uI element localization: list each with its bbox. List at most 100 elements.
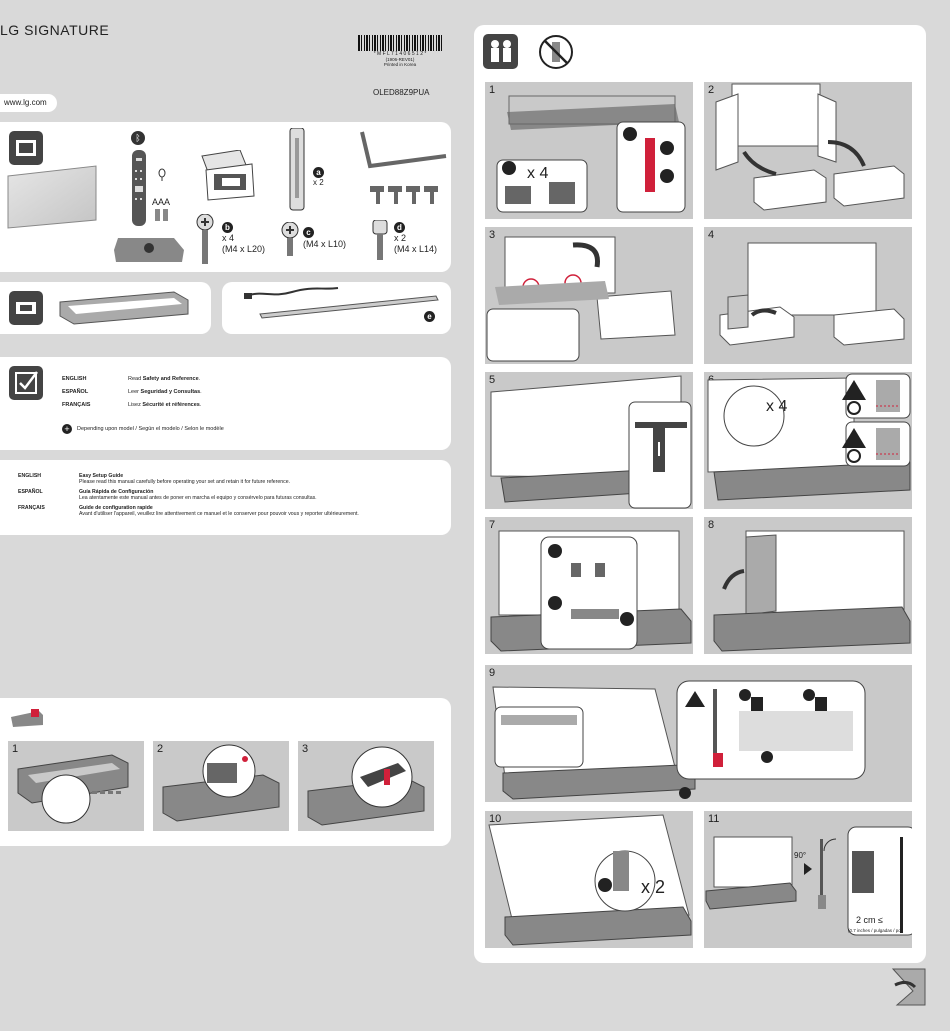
install-step-8: 8 bbox=[704, 517, 912, 654]
gap-units: (0.7 inches / pulgadas / po) bbox=[848, 928, 902, 933]
install-step-7: 7 bbox=[485, 517, 693, 654]
barcode-bar bbox=[412, 35, 413, 51]
cable-card: e bbox=[222, 282, 451, 334]
screw-b-image bbox=[193, 214, 221, 266]
screw-c-label: c(M4 x L10) bbox=[303, 226, 346, 250]
manual-booklet-image bbox=[200, 150, 256, 202]
install-step-1: 1 x 4 bbox=[485, 82, 693, 219]
stand-card bbox=[0, 282, 211, 334]
brand-logo: LG SIGNATURE bbox=[0, 22, 109, 38]
install-step-3: 3 bbox=[485, 227, 693, 364]
tv-panel-image bbox=[6, 164, 98, 230]
stand-step-1: 1 bbox=[8, 741, 144, 831]
remote-image bbox=[128, 150, 152, 230]
barcode-bar bbox=[438, 35, 440, 51]
stand-assembly-icon bbox=[9, 707, 45, 729]
gap-callout: 2 cm ≤ bbox=[856, 915, 883, 925]
barcode-bar bbox=[401, 35, 402, 51]
barcode-bar bbox=[377, 35, 378, 51]
barcode-bar bbox=[388, 35, 389, 51]
safety-text: Lisez Sécurité et références. bbox=[128, 402, 201, 415]
installation-card: 1 x 4 2 3 4 5 6 x 4 7 8 9 bbox=[474, 25, 926, 963]
barcode-bar bbox=[390, 35, 392, 51]
screw-c-image bbox=[278, 222, 302, 258]
stand-frame-image bbox=[56, 290, 192, 326]
stand-base-image bbox=[112, 234, 186, 264]
website-link[interactable]: www.lg.com bbox=[0, 94, 57, 112]
barcode-bar bbox=[396, 35, 397, 51]
page-turn-icon[interactable] bbox=[889, 965, 929, 1009]
cable-cover-image bbox=[287, 128, 307, 212]
step6-quantity: x 4 bbox=[766, 398, 787, 416]
bracket-image bbox=[360, 128, 448, 170]
barcode-bar bbox=[393, 35, 394, 51]
barcode-bar bbox=[364, 35, 365, 51]
install-step-4: 4 bbox=[704, 227, 912, 364]
step1-quantity: x 4 bbox=[527, 165, 548, 183]
barcode-bar bbox=[361, 35, 362, 51]
barcode-bar bbox=[436, 35, 437, 51]
model-number: OLED88Z9PUA bbox=[373, 88, 429, 97]
battery-label: AAA bbox=[152, 197, 170, 207]
barcode-bar bbox=[380, 35, 381, 51]
safety-lang: ESPAÑOL bbox=[62, 389, 128, 402]
safety-text: Leer Seguridad y Consultas. bbox=[128, 389, 202, 402]
stand-box-icon bbox=[9, 291, 43, 325]
guide-text: Easy Setup GuidePlease read this manual … bbox=[79, 473, 290, 485]
guide-lang: FRANÇAIS bbox=[18, 505, 79, 517]
box-contents-icon bbox=[9, 131, 43, 165]
printed-in-text: Printed in Korea bbox=[358, 62, 442, 67]
barcode-bar bbox=[369, 35, 370, 51]
two-people-icon bbox=[483, 34, 518, 69]
stand-step-3: 3 bbox=[298, 741, 434, 831]
barcode: * M F L 7 1 4 0 6 5 1 2 * (1906-REV01) P… bbox=[358, 35, 442, 67]
screw-d-image bbox=[370, 220, 390, 262]
barcode-bar bbox=[441, 35, 442, 51]
barcode-bar bbox=[417, 35, 418, 51]
barcode-bar bbox=[414, 35, 416, 51]
safety-lang: FRANÇAIS bbox=[62, 402, 128, 415]
install-step-5: 5 bbox=[485, 372, 693, 509]
angle-callout: 90° bbox=[794, 851, 806, 860]
step10-quantity: x 2 bbox=[641, 877, 665, 898]
safety-text: Read Safety and Reference. bbox=[128, 376, 200, 389]
no-tool-icon bbox=[538, 34, 574, 70]
barcode-bar bbox=[372, 35, 373, 51]
part-e-label: e bbox=[424, 306, 435, 324]
barcode-bar bbox=[420, 35, 421, 51]
barcode-bar bbox=[385, 35, 386, 51]
barcode-bar bbox=[428, 35, 429, 51]
barcode-bar bbox=[358, 35, 360, 51]
barcode-bar bbox=[430, 35, 432, 51]
barcode-bar bbox=[366, 35, 368, 51]
note-row: + Depending upon model / Según el modelo… bbox=[62, 424, 224, 434]
checklist-icon bbox=[9, 366, 43, 400]
guide-lang: ENGLISH bbox=[18, 473, 79, 485]
barcode-bar bbox=[374, 35, 376, 51]
barcode-bar bbox=[406, 35, 408, 51]
barcode-bar bbox=[404, 35, 405, 51]
cable-strip-image bbox=[258, 294, 440, 320]
safety-lang: ENGLISH bbox=[62, 376, 128, 389]
install-step-2: 2 bbox=[704, 82, 912, 219]
barcode-bar bbox=[422, 35, 424, 51]
mic-icon bbox=[157, 168, 167, 182]
barcode-bar bbox=[433, 35, 434, 51]
battery-image bbox=[154, 208, 170, 222]
clip-set-image bbox=[368, 182, 442, 212]
install-step-10: 10 x 2 bbox=[485, 811, 693, 948]
